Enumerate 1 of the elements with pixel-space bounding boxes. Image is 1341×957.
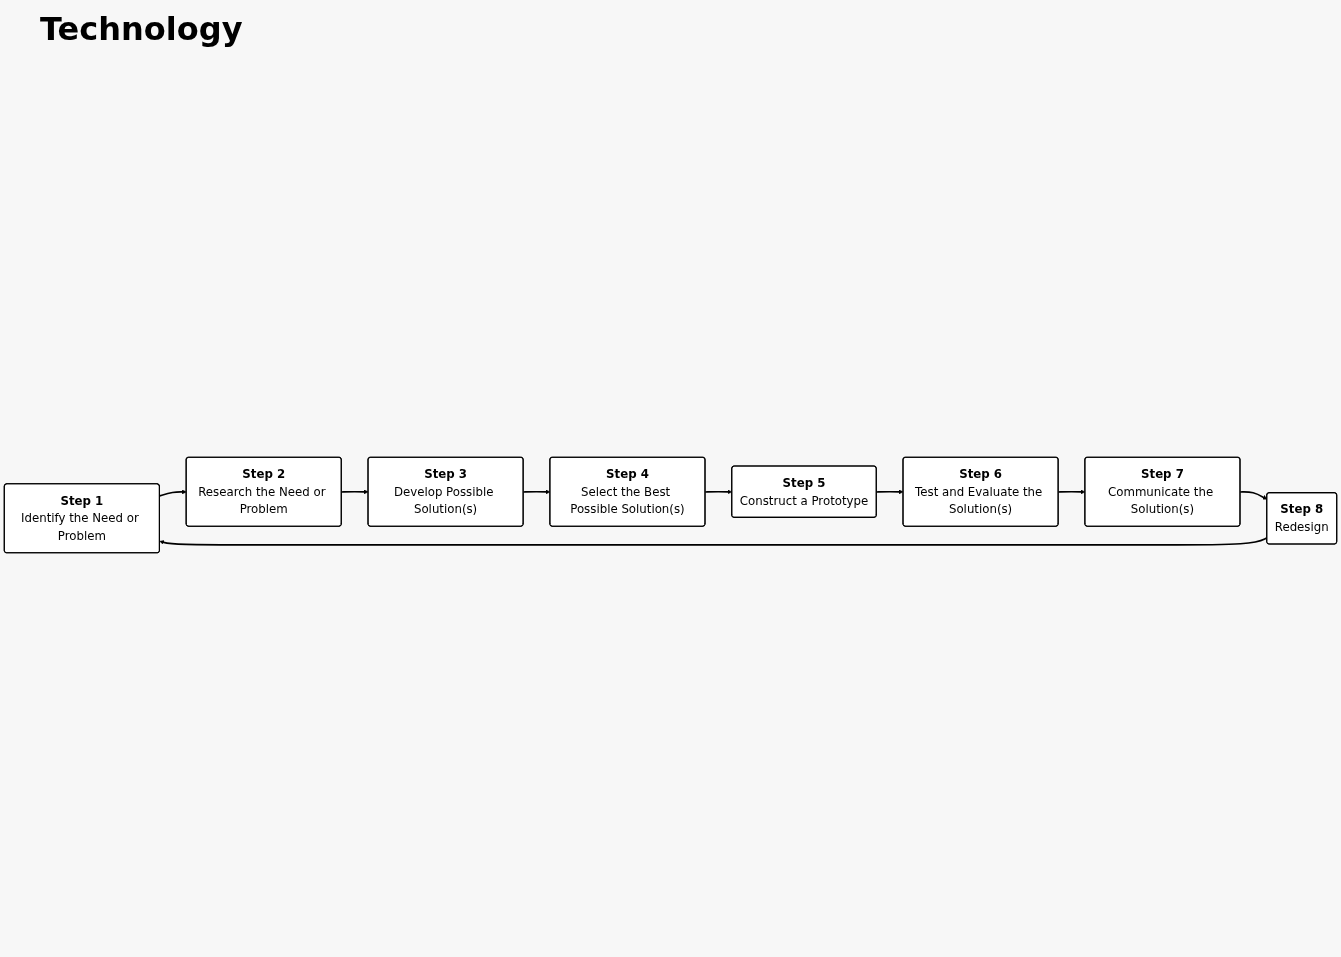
title: Technology (40, 10, 243, 48)
